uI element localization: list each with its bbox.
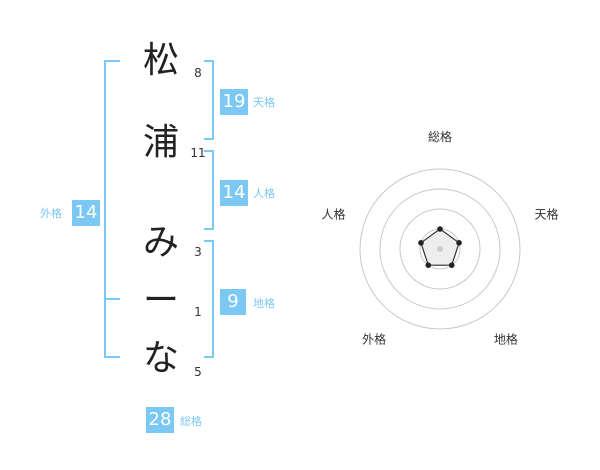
jinkaku-label: 人格: [253, 187, 275, 200]
chikaku-badge: 9: [220, 289, 246, 315]
stroke-count-5: 5: [194, 365, 202, 379]
radar-point-3: [448, 262, 455, 268]
radar-ring-2: [399, 208, 481, 290]
gaikaku-label: 外格: [40, 207, 62, 220]
radar-ring-3: [379, 188, 501, 310]
soukaku-badge: 28: [146, 407, 174, 433]
radar-axis-label-3: 地格: [494, 332, 518, 347]
gaikaku-badge: 14: [72, 200, 100, 226]
stroke-count-3: 3: [194, 245, 202, 259]
radar-point-2: [456, 240, 462, 246]
radar-point-4: [425, 262, 432, 268]
name-char-3: み: [142, 222, 179, 263]
tenkaku-label: 天格: [253, 96, 275, 109]
tenkaku-badge: 19: [220, 89, 248, 115]
stroke-count-1: 8: [194, 66, 202, 80]
jinkaku-badge: 14: [220, 180, 248, 206]
radar-ring-4: [359, 168, 521, 330]
stroke-count-2: 11: [190, 146, 206, 160]
radar-point-5: [418, 240, 424, 246]
name-char-5: な: [142, 338, 179, 379]
name-char-1: 松: [142, 40, 179, 81]
radar-axis-label-1: 総格: [428, 129, 452, 144]
radar-axis-label-2: 天格: [535, 206, 559, 221]
radar-point-1: [437, 226, 443, 232]
soukaku-label: 総格: [180, 415, 202, 428]
stroke-count-4: 1: [194, 305, 202, 319]
radar-axis-label-4: 外格: [362, 332, 386, 347]
name-char-4: ー: [142, 280, 179, 321]
name-char-2: 浦: [142, 122, 179, 163]
radar-center-dot: [437, 246, 443, 252]
chikaku-label: 地格: [253, 297, 275, 310]
radar-axis-label-5: 人格: [321, 206, 345, 221]
